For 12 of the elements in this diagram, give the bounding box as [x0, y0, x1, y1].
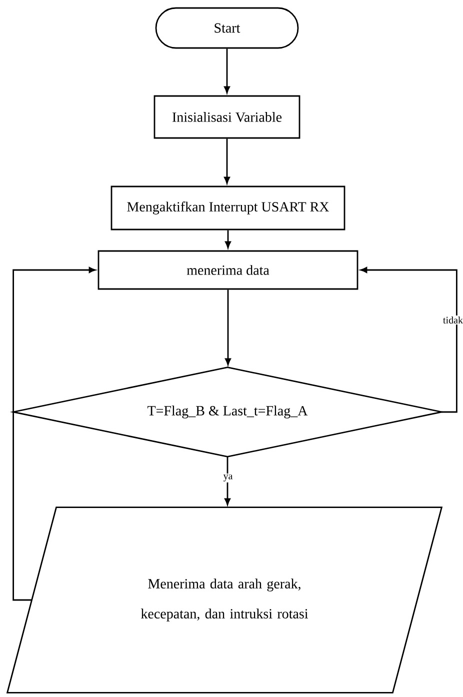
arrow	[224, 456, 230, 506]
arrow	[224, 48, 230, 94]
arrow	[12, 267, 96, 601]
arrow	[225, 230, 231, 248]
process-box: Inisialisasi Variable	[154, 95, 300, 139]
process-box: menerima data	[98, 250, 358, 290]
edge-label: ya	[222, 474, 234, 482]
edge-label: tidak	[442, 315, 463, 325]
arrow	[225, 290, 231, 366]
process-box: Mengaktifkan Interrupt USART RX	[110, 186, 346, 230]
arrow	[224, 138, 230, 184]
arrow	[360, 267, 458, 413]
